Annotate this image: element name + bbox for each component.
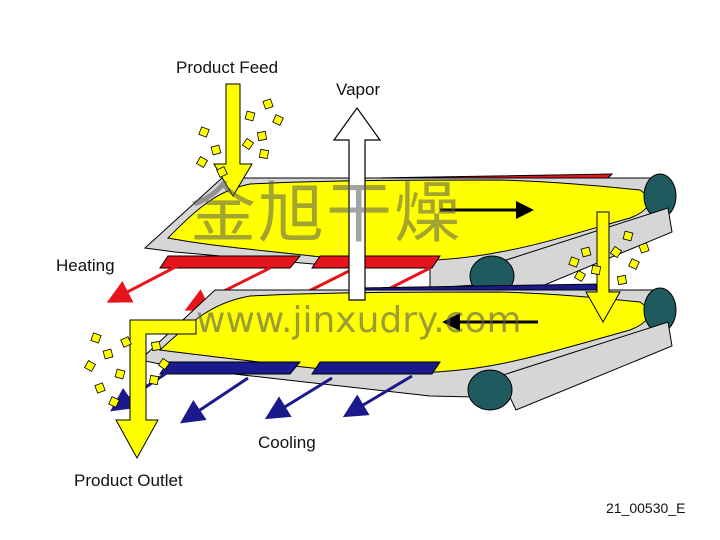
heating-label: Heating xyxy=(56,256,115,275)
particles-outlet xyxy=(83,332,171,408)
product-outlet-label: Product Outlet xyxy=(74,471,183,490)
particles-feed xyxy=(195,98,284,178)
cooling-label: Cooling xyxy=(258,433,316,452)
product-feed-label: Product Feed xyxy=(176,58,279,77)
lower-belt xyxy=(138,283,677,411)
watermark-url: www.jinxudry.com xyxy=(196,300,522,341)
figure-code: 21_00530_E xyxy=(606,500,686,516)
product-outlet-arrow xyxy=(115,319,197,460)
lower-front-cooler-right xyxy=(311,361,441,375)
vapor-label: Vapor xyxy=(336,80,381,99)
upper-front-heater-left xyxy=(159,255,302,269)
transfer-arrow xyxy=(585,211,621,324)
upper-front-heater-right xyxy=(311,255,441,269)
lower-return-roller xyxy=(467,369,513,411)
lower-front-cooler-left xyxy=(159,361,302,375)
watermark-chinese: 金旭干燥 xyxy=(190,175,462,252)
particles-transfer xyxy=(568,230,650,286)
lower-belt-return xyxy=(499,321,673,411)
vapor-arrow xyxy=(332,106,382,301)
